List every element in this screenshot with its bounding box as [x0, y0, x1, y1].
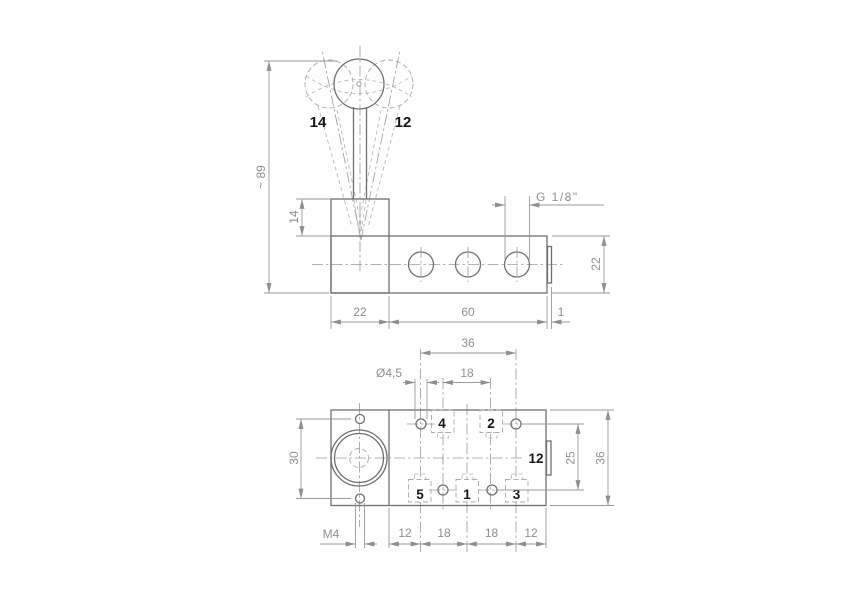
- mount-hole-top: [354, 413, 366, 425]
- pilot-tab: [545, 440, 552, 476]
- port-5-label: 5: [416, 487, 424, 502]
- side-view: 14 12 ~ 89 14 22 60 1: [254, 46, 610, 329]
- tower-bore-hidden: [349, 448, 369, 468]
- lever-position-14-label: 14: [310, 114, 327, 131]
- dim-offset-left: 12: [398, 526, 412, 540]
- svg-text:14: 14: [287, 210, 301, 224]
- tower-boss-outer: [330, 429, 388, 487]
- port-2-label: 2: [487, 416, 495, 431]
- hole-4-5-left: [415, 418, 427, 430]
- svg-text:22: 22: [589, 257, 603, 271]
- lever-knob: [333, 58, 385, 232]
- svg-text:36: 36: [461, 336, 475, 350]
- svg-text:M4: M4: [323, 527, 340, 541]
- dim-body-height: 22: [552, 235, 610, 294]
- swing-arc: [305, 79, 413, 98]
- lever-alternate-positions: [304, 49, 414, 241]
- dim-hole-diameter: Ø4,5: [376, 366, 439, 419]
- dim-pitch-b: 18: [485, 526, 499, 540]
- svg-text:18: 18: [460, 366, 474, 380]
- hole-bottom-right: [486, 484, 498, 496]
- dim-length-chain: 22 60 1: [330, 287, 570, 329]
- dim-port-position-chain: 12 18 18 12: [388, 508, 547, 548]
- dim-mount-hole-pitch: 30: [287, 418, 351, 499]
- dim-offset-right: 12: [524, 526, 538, 540]
- hole-4-5-right: [510, 418, 522, 430]
- port-4-label: 4: [438, 416, 446, 431]
- svg-text:36: 36: [594, 451, 608, 465]
- pilot-12-label: 12: [528, 451, 543, 466]
- dim-port-thread: G 1/8": [492, 190, 604, 259]
- dim-port-span: 36: [420, 336, 516, 356]
- tower-boss-inner: [333, 432, 385, 484]
- port-cavities: [408, 409, 529, 503]
- dim-port-pitch-top: 18: [443, 366, 491, 386]
- mount-hole-bottom: [354, 493, 366, 504]
- dim-row-pitch: 25: [499, 423, 584, 491]
- dim-body-length: 60: [461, 305, 475, 319]
- dim-end-plate: 1: [558, 305, 565, 319]
- lever-position-12-label: 12: [395, 114, 412, 131]
- dim-tower-width: 22: [353, 305, 367, 319]
- port-3-label: 3: [513, 487, 521, 502]
- dim-overall-height: ~ 89: [254, 60, 337, 294]
- end-plate: [546, 245, 553, 284]
- svg-text:Ø4,5: Ø4,5: [376, 366, 402, 380]
- hole-bottom-left: [437, 484, 449, 496]
- valve-body-side: [330, 198, 553, 294]
- port-1-label: 1: [463, 487, 471, 502]
- svg-text:~ 89: ~ 89: [254, 165, 268, 189]
- svg-text:G 1/8": G 1/8": [536, 190, 579, 204]
- valve-body-plan: [330, 409, 552, 507]
- swing-arc: [305, 75, 413, 94]
- bottom-view: 4 2 5 1 3 12 36 18 Ø4,5 30: [287, 336, 614, 552]
- svg-text:25: 25: [564, 451, 578, 465]
- dim-pitch-a: 18: [437, 526, 451, 540]
- dim-mount-thread: M4: [320, 503, 377, 548]
- dim-body-width: 36: [550, 409, 614, 506]
- dim-tower-height: 14: [287, 198, 331, 237]
- svg-text:30: 30: [287, 451, 301, 465]
